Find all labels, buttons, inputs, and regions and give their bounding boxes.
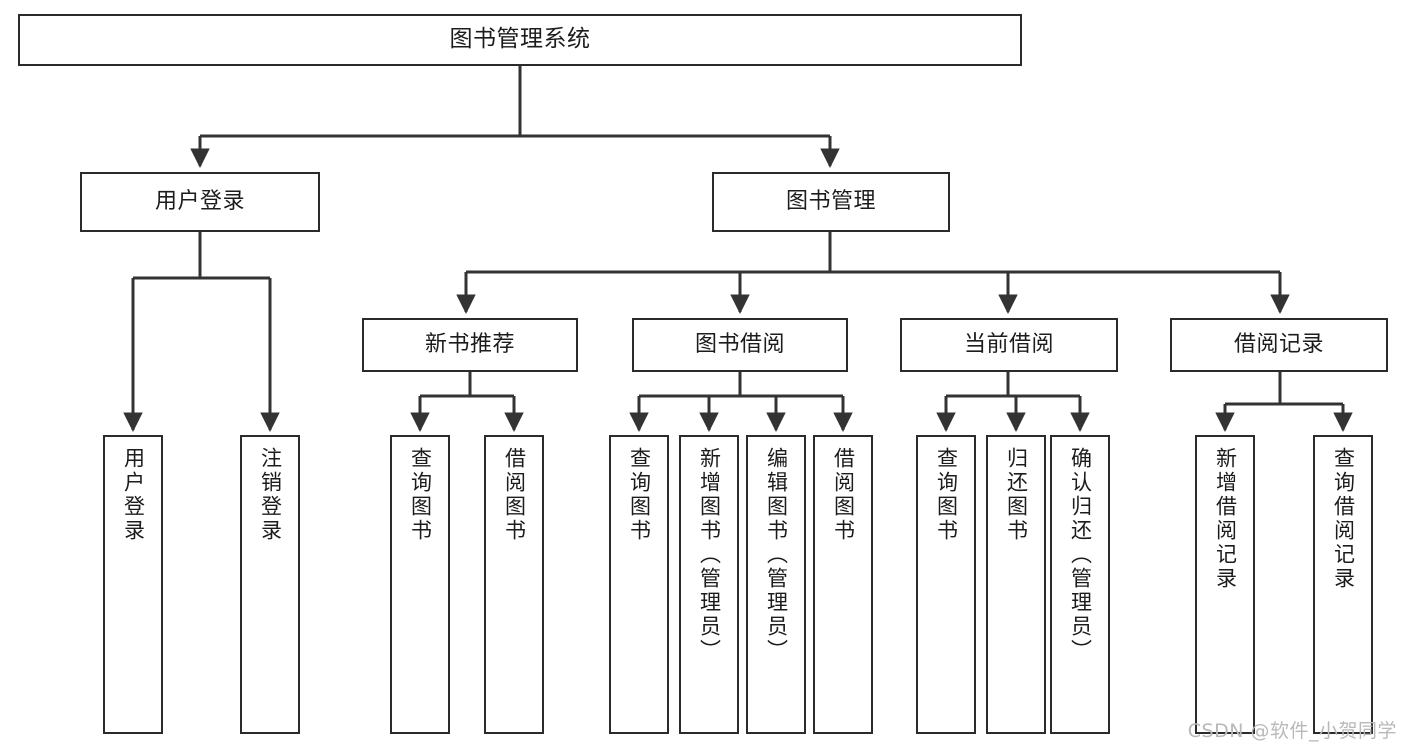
leaf-book-borrow-query[interactable]: 查询图书 (609, 435, 669, 734)
leaf-current-borrow-confirm-return[interactable]: 确认归还（管理员） (1050, 435, 1110, 734)
node-current-borrow-label: 当前借阅 (963, 332, 1054, 358)
node-borrow-record[interactable]: 借阅记录 (1170, 318, 1388, 372)
leaf-new-book-borrow-label: 借阅图书 (502, 447, 527, 543)
node-root-system-label: 图书管理系统 (449, 26, 591, 53)
leaf-new-book-query-label: 查询图书 (408, 447, 433, 543)
node-borrow-record-label: 借阅记录 (1233, 332, 1324, 358)
node-root-system[interactable]: 图书管理系统 (18, 14, 1022, 66)
leaf-borrow-record-query[interactable]: 查询借阅记录 (1313, 435, 1373, 734)
leaf-new-book-borrow[interactable]: 借阅图书 (484, 435, 544, 734)
csdn-watermark: CSDN @软件_小贺同学 (1187, 720, 1397, 742)
leaf-borrow-record-query-label: 查询借阅记录 (1331, 447, 1356, 591)
leaf-user-login-login[interactable]: 用户登录 (103, 435, 163, 734)
node-book-borrow-label: 图书借阅 (694, 332, 785, 358)
node-book-management-label: 图书管理 (785, 189, 876, 215)
node-user-login[interactable]: 用户登录 (80, 172, 320, 232)
node-user-login-label: 用户登录 (154, 189, 245, 215)
node-book-borrow[interactable]: 图书借阅 (632, 318, 848, 372)
leaf-user-login-login-label: 用户登录 (121, 447, 146, 543)
leaf-book-borrow-add[interactable]: 新增图书（管理员） (679, 435, 739, 734)
leaf-current-borrow-return-label: 归还图书 (1004, 447, 1029, 543)
leaf-book-borrow-edit-label: 编辑图书（管理员） (764, 447, 789, 663)
leaf-book-borrow-edit[interactable]: 编辑图书（管理员） (746, 435, 806, 734)
leaf-book-borrow-borrow[interactable]: 借阅图书 (813, 435, 873, 734)
leaf-new-book-query[interactable]: 查询图书 (390, 435, 450, 734)
leaf-user-login-logout[interactable]: 注销登录 (240, 435, 300, 734)
leaf-current-borrow-query[interactable]: 查询图书 (916, 435, 976, 734)
node-new-book-recommend-label: 新书推荐 (424, 332, 515, 358)
node-current-borrow[interactable]: 当前借阅 (900, 318, 1118, 372)
node-book-management[interactable]: 图书管理 (712, 172, 950, 232)
leaf-current-borrow-return[interactable]: 归还图书 (986, 435, 1046, 734)
leaf-current-borrow-confirm-return-label: 确认归还（管理员） (1068, 447, 1093, 663)
leaf-current-borrow-query-label: 查询图书 (934, 447, 959, 543)
leaf-book-borrow-add-label: 新增图书（管理员） (697, 447, 722, 663)
node-new-book-recommend[interactable]: 新书推荐 (362, 318, 578, 372)
leaf-user-login-logout-label: 注销登录 (258, 447, 283, 543)
leaf-book-borrow-borrow-label: 借阅图书 (831, 447, 856, 543)
leaf-borrow-record-add[interactable]: 新增借阅记录 (1195, 435, 1255, 734)
leaf-borrow-record-add-label: 新增借阅记录 (1213, 447, 1238, 591)
leaf-book-borrow-query-label: 查询图书 (627, 447, 652, 543)
